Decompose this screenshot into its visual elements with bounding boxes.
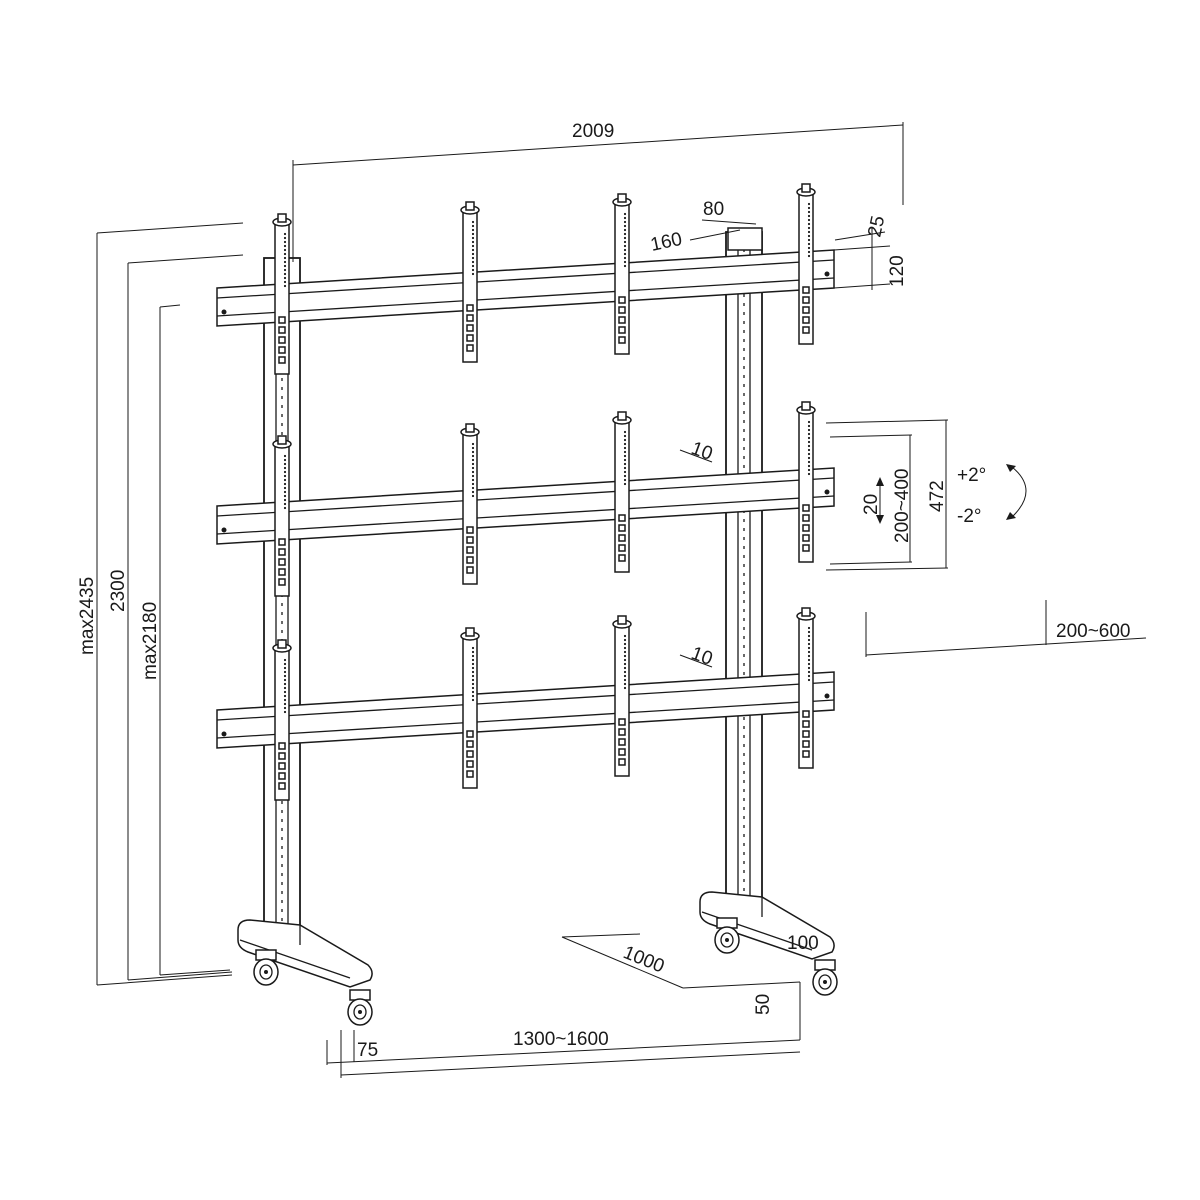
- right-rear-caster: [714, 917, 740, 954]
- dimension-labels: 2009 80 160 25 120 max2435 2300 max2180 …: [77, 121, 1131, 1061]
- dim-tilt-down: -2°: [957, 506, 982, 527]
- bracket-middle-center-left: [460, 423, 480, 585]
- dim-max-height-low: max2180: [140, 602, 161, 680]
- bracket-bottom-center-left: [460, 627, 480, 789]
- left-base-foot: [237, 919, 373, 988]
- dim-tilt-up: +2°: [957, 465, 986, 486]
- left-front-caster: [347, 989, 373, 1026]
- bracket-top-center-left: [460, 201, 480, 363]
- bracket-bottom-center-right: [612, 615, 632, 777]
- dim-vesa-horizontal: 200~600: [1056, 621, 1131, 642]
- left-rear-caster: [253, 949, 279, 986]
- dim-foot-width: 75: [357, 1040, 378, 1061]
- vertical-brackets: [272, 183, 816, 801]
- dim-rail-height: 120: [887, 255, 908, 287]
- right-front-caster: [812, 959, 838, 996]
- dim-overall-width: 2009: [572, 121, 614, 142]
- dim-plate-width: 160: [649, 229, 684, 256]
- dim-rail-thickness: 25: [864, 214, 889, 239]
- dim-height: 2300: [108, 570, 129, 612]
- bracket-bottom-right: [796, 607, 816, 769]
- dim-vertical-adjust: 20: [861, 494, 882, 515]
- bracket-middle-left: [272, 435, 292, 597]
- dimension-lines: [96, 122, 1147, 1078]
- dim-base-offset: 100: [787, 933, 819, 954]
- bracket-top-center-right: [612, 193, 632, 355]
- dim-vesa-vertical: 200~400: [892, 469, 913, 544]
- bracket-top-left: [272, 213, 292, 375]
- dim-rail-gap-top: 10: [688, 438, 715, 465]
- bracket-top-right: [796, 183, 816, 345]
- dim-plate-depth: 80: [703, 199, 724, 220]
- dim-base-depth: 1000: [620, 942, 667, 977]
- dim-rail-gap-bottom: 10: [688, 643, 715, 670]
- bracket-middle-center-right: [612, 411, 632, 573]
- bracket-middle-right: [796, 401, 816, 563]
- dim-pole-spacing: 1300~1600: [513, 1029, 609, 1050]
- dim-bracket-length: 472: [927, 480, 948, 512]
- dim-max-height: max2435: [77, 577, 98, 655]
- bracket-bottom-left: [272, 639, 292, 801]
- casters: [253, 917, 838, 1026]
- dim-base-height: 50: [753, 994, 774, 1015]
- right-pole: [725, 227, 763, 913]
